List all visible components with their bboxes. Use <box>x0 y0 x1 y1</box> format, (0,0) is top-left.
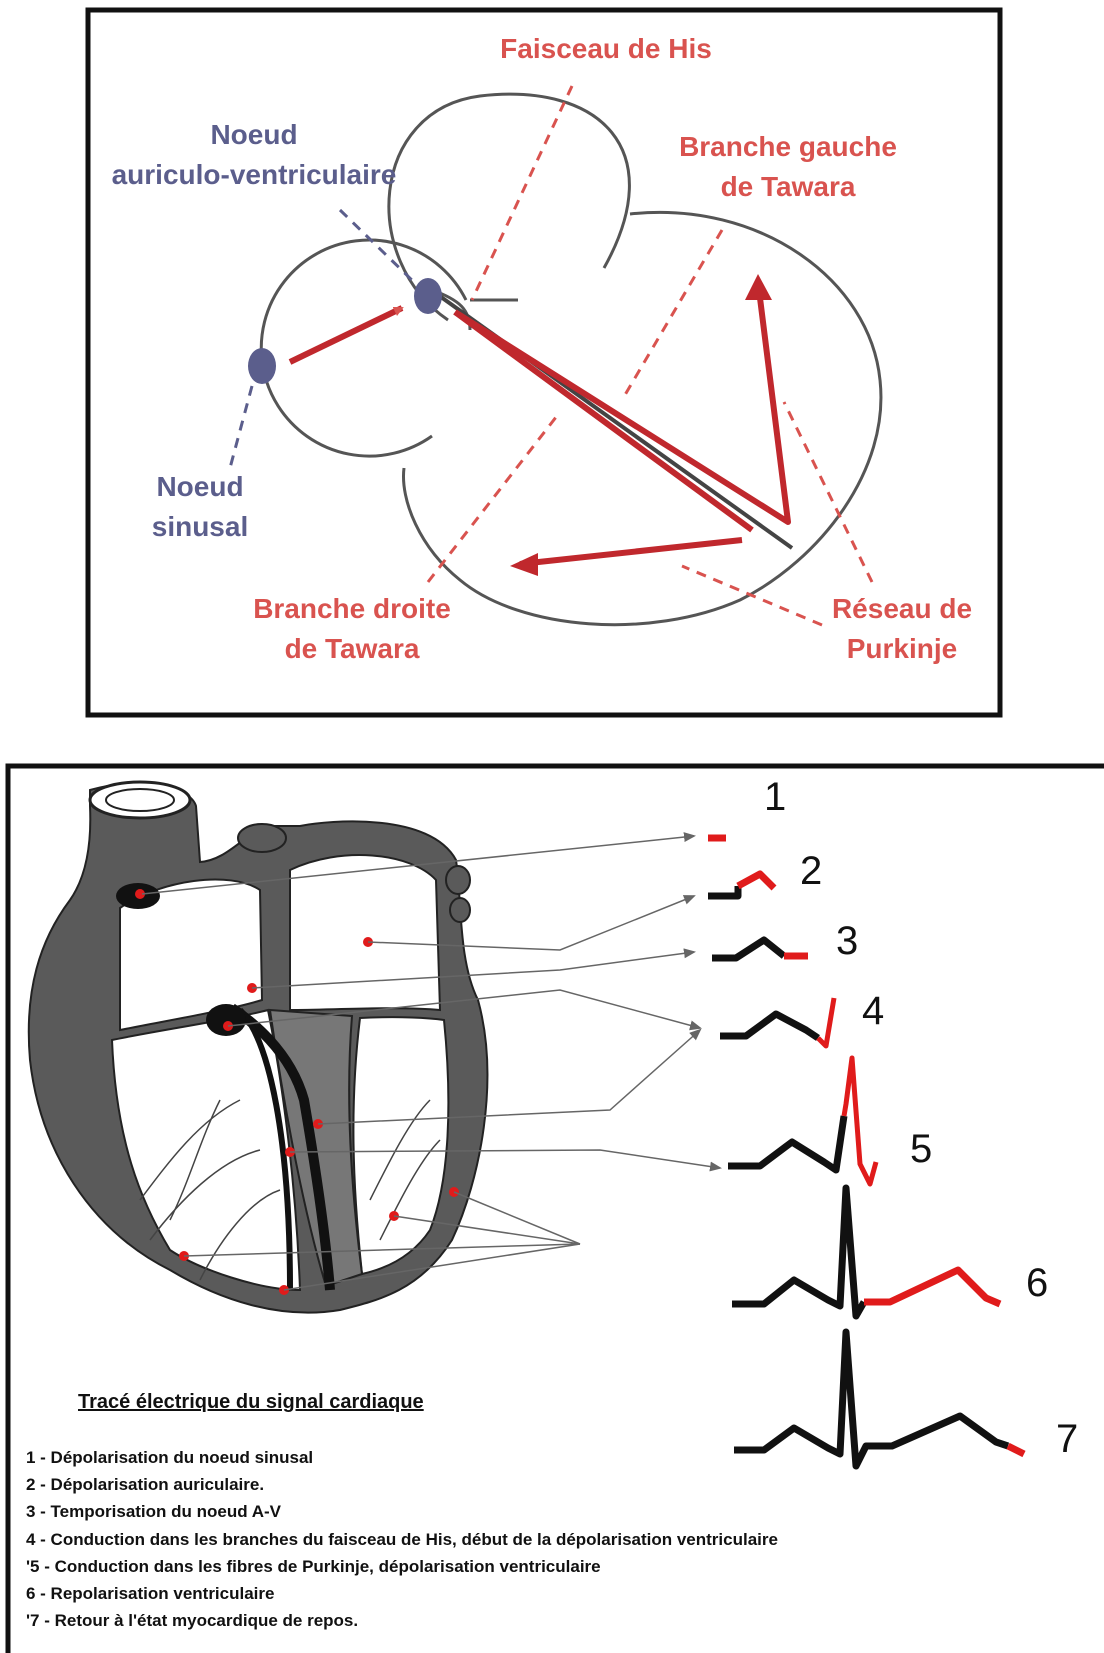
trace-number-7: 7 <box>1056 1417 1078 1461</box>
label-noeud-sinusal-1: Noeud <box>156 471 243 502</box>
legend-item: 2 - Dépolarisation auriculaire. <box>26 1475 264 1494</box>
label-branche-gauche-2: de Tawara <box>721 171 856 202</box>
legend-item: '5 - Conduction dans les fibres de Purki… <box>26 1557 601 1576</box>
label-noeud-av-1: Noeud <box>210 119 297 150</box>
label-branche-droite-2: de Tawara <box>285 633 420 664</box>
legend-item: '7 - Retour à l'état myocardique de repo… <box>26 1611 358 1630</box>
label-branche-droite-1: Branche droite <box>253 593 451 624</box>
conduction-system-diagram: Faisceau de His Branche gauche de Tawara… <box>88 10 1000 715</box>
label-reseau-purkinje-2: Purkinje <box>847 633 957 664</box>
legend-item: 1 - Dépolarisation du noeud sinusal <box>26 1448 313 1467</box>
trace-number-4: 4 <box>862 989 884 1033</box>
label-faisceau-his: Faisceau de His <box>500 33 712 64</box>
trace-number-5: 5 <box>910 1127 932 1171</box>
label-reseau-purkinje-1: Réseau de <box>832 593 972 624</box>
label-noeud-sinusal-2: sinusal <box>152 511 248 542</box>
trace-number-2: 2 <box>800 849 822 893</box>
av-node <box>414 278 442 314</box>
legend-item: 6 - Repolarisation ventriculaire <box>26 1584 274 1603</box>
ecg-trace-diagram: 1 2 3 4 5 6 7 Tracé électrique du signal… <box>8 766 1104 1653</box>
legend-item: 3 - Temporisation du noeud A-V <box>26 1502 282 1521</box>
label-noeud-av-2: auriculo-ventriculaire <box>112 159 397 190</box>
sinus-node <box>248 348 276 384</box>
trace-number-6: 6 <box>1026 1261 1048 1305</box>
label-branche-gauche-1: Branche gauche <box>679 131 897 162</box>
legend-item: 4 - Conduction dans les branches du fais… <box>26 1530 778 1549</box>
trace-number-3: 3 <box>836 919 858 963</box>
trace-number-1: 1 <box>764 775 786 819</box>
trace-caption: Tracé électrique du signal cardiaque <box>78 1391 424 1413</box>
